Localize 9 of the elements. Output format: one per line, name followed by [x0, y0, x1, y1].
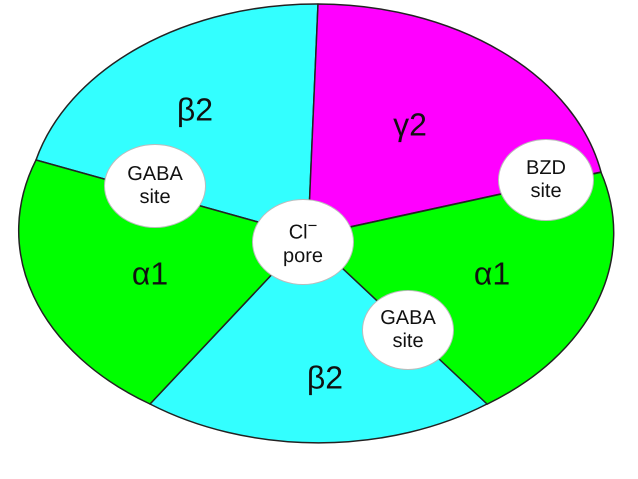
site-label: GABA site [379, 307, 437, 353]
subunit-label: β2 [306, 360, 344, 396]
subunit-label: γ2 [393, 106, 427, 144]
subunit-label: α1 [474, 255, 510, 292]
site-label: GABA site [126, 163, 184, 209]
site-label: Cl$^{−}$ pore [282, 216, 324, 268]
subunit-label: α1 [132, 256, 168, 292]
site-label: BZD site [525, 157, 567, 203]
subunit-label: β2 [176, 92, 214, 128]
